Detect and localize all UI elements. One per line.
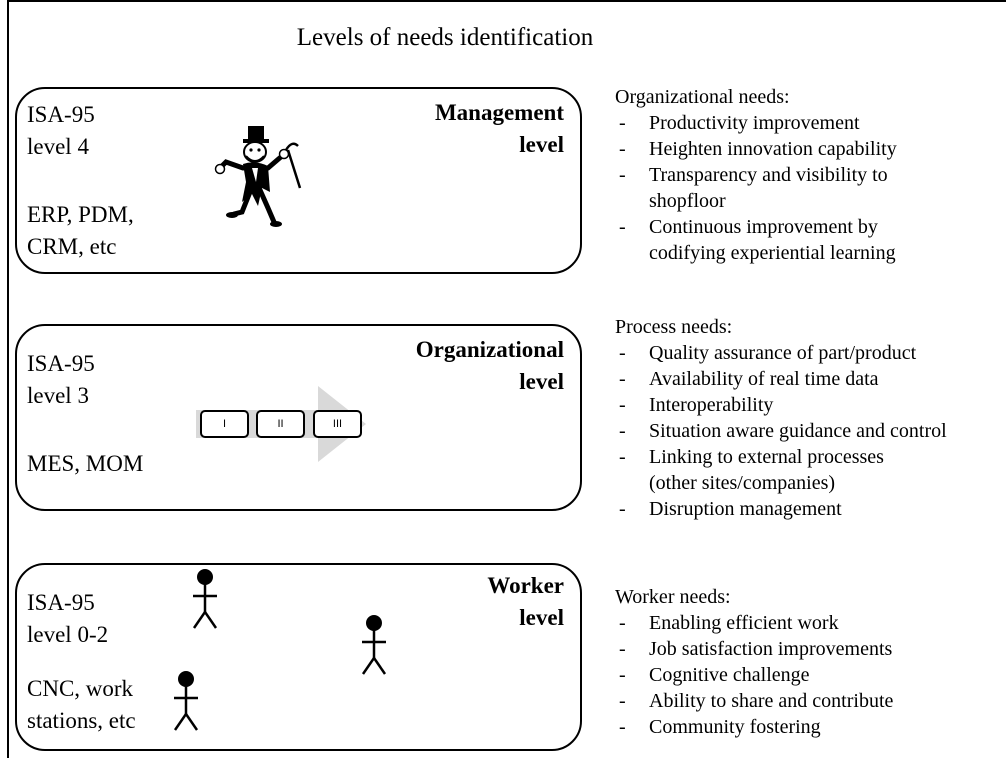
list-item: Situation aware guidance and control bbox=[615, 418, 1005, 444]
list-item: Disruption management bbox=[615, 496, 1005, 522]
list-item: Enabling efficient work bbox=[615, 610, 1005, 636]
list-item: Transparency and visibility to shopfloor bbox=[615, 162, 1005, 214]
list-item: Availability of real time data bbox=[615, 366, 1005, 392]
level-name-line2: level bbox=[519, 605, 564, 630]
frame-top-border bbox=[7, 0, 1006, 2]
list-item: Interoperability bbox=[615, 392, 1005, 418]
list-item-text: Interoperability bbox=[649, 394, 774, 416]
list-item: Ability to share and contribute bbox=[615, 688, 1005, 714]
organizational-level-box: ISA-95 level 3 MES, MOM Organizational l… bbox=[15, 324, 582, 511]
level-name-line1: Organizational bbox=[415, 337, 564, 362]
list-item-text: Disruption management bbox=[649, 498, 842, 520]
needs-heading: Process needs: bbox=[615, 316, 733, 338]
level-name: Worker level bbox=[487, 570, 564, 634]
needs-heading: Organizational needs: bbox=[615, 86, 790, 108]
list-item-text: Productivity improvement bbox=[649, 112, 860, 134]
frame-left-border bbox=[7, 0, 9, 758]
list-item-text: Continuous improvement by bbox=[649, 216, 878, 238]
list-item-text-continued: (other sites/companies) bbox=[649, 472, 836, 494]
isa-level-label: ISA-95 level 4 bbox=[27, 102, 95, 159]
stick-figure-icon bbox=[192, 569, 218, 629]
list-item-text: Availability of real time data bbox=[649, 368, 879, 390]
list-item-text: Community fostering bbox=[649, 716, 821, 738]
list-item-text: Transparency and visibility to bbox=[649, 164, 888, 186]
list-item: Continuous improvement by codifying exper… bbox=[615, 214, 1005, 266]
list-item-text: Situation aware guidance and control bbox=[649, 420, 947, 442]
list-item-text-continued: codifying experiential learning bbox=[649, 242, 896, 264]
level-name: Organizational level bbox=[416, 334, 564, 398]
management-level-box: ISA-95 level 4 ERP, PDM, CRM, etc Manage… bbox=[15, 87, 582, 274]
list-item-text: Job satisfaction improvements bbox=[649, 638, 893, 660]
process-step-2: II bbox=[256, 410, 305, 438]
list-item-text: Cognitive challenge bbox=[649, 664, 810, 686]
list-item-text: Heighten innovation capability bbox=[649, 138, 897, 160]
list-item-text: Quality assurance of part/product bbox=[649, 342, 917, 364]
level-name: Management level bbox=[435, 97, 564, 161]
stick-figure-icon bbox=[361, 615, 387, 675]
organizational-needs: Organizational needs: Productivity impro… bbox=[615, 84, 1005, 266]
list-item: Cognitive challenge bbox=[615, 662, 1005, 688]
process-step-1: I bbox=[200, 410, 249, 438]
list-item: Quality assurance of part/product bbox=[615, 340, 1005, 366]
systems-label: ERP, PDM, CRM, etc bbox=[27, 202, 134, 259]
process-needs: Process needs: Quality assurance of part… bbox=[615, 314, 1005, 522]
list-item-text: Linking to external processes bbox=[649, 446, 884, 468]
needs-list: Quality assurance of part/product Availa… bbox=[615, 340, 1005, 522]
level-name-line2: level bbox=[519, 132, 564, 157]
tycoon-mascot-icon bbox=[214, 126, 302, 227]
stick-figure-icon bbox=[173, 671, 199, 731]
needs-list: Productivity improvement Heighten innova… bbox=[615, 110, 1005, 266]
needs-heading: Worker needs: bbox=[615, 586, 731, 608]
list-item: Heighten innovation capability bbox=[615, 136, 1005, 162]
list-item: Job satisfaction improvements bbox=[615, 636, 1005, 662]
list-item: Linking to external processes (other site… bbox=[615, 444, 1005, 496]
worker-needs: Worker needs: Enabling efficient work Jo… bbox=[615, 584, 1005, 740]
systems-label: CNC, work stations, etc bbox=[27, 676, 136, 733]
systems-label: MES, MOM bbox=[27, 451, 144, 476]
process-step-3: III bbox=[313, 410, 362, 438]
list-item: Productivity improvement bbox=[615, 110, 1005, 136]
worker-level-box: ISA-95 level 0-2 CNC, work stations, etc… bbox=[15, 563, 582, 751]
isa-level-label: ISA-95 level 3 bbox=[27, 351, 95, 408]
isa-level-label: ISA-95 level 0-2 bbox=[27, 590, 109, 647]
level-name-line1: Management bbox=[434, 100, 564, 125]
needs-list: Enabling efficient work Job satisfaction… bbox=[615, 610, 1005, 740]
list-item-text: Ability to share and contribute bbox=[649, 690, 894, 712]
level-name-line2: level bbox=[519, 369, 564, 394]
list-item-text: Enabling efficient work bbox=[649, 612, 839, 634]
diagram-title: Levels of needs identification bbox=[296, 24, 594, 51]
list-item-text-continued: shopfloor bbox=[649, 190, 726, 212]
level-name-line1: Worker bbox=[487, 573, 564, 598]
list-item: Community fostering bbox=[615, 714, 1005, 740]
